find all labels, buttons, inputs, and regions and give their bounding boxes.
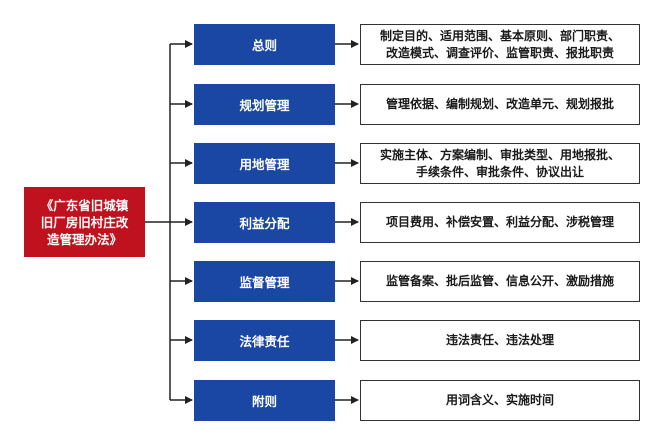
category-general-provisions: 总则 xyxy=(194,24,335,65)
category-label: 总则 xyxy=(251,38,277,53)
root-title-line-1: 《广东省旧城镇 xyxy=(40,197,129,213)
root-node-regulation-title: 《广东省旧城镇 旧厂房旧村庄改 造管理办法》 xyxy=(24,187,145,257)
description-benefit-distribution: 项目费用、补偿安置、利益分配、涉税管理 xyxy=(360,202,640,243)
description-line-1: 违法责任、违法处理 xyxy=(445,333,554,347)
category-planning-management: 规划管理 xyxy=(194,84,335,125)
description-line-1: 实施主体、方案编制、审批类型、用地报批、 xyxy=(379,147,620,162)
description-supplementary-provisions: 用词含义、实施时间 xyxy=(360,380,640,421)
category-land-management: 用地管理 xyxy=(194,143,335,184)
description-supervision-management: 监管备案、批后监管、信息公开、激励措施 xyxy=(360,261,640,302)
category-supervision-management: 监督管理 xyxy=(194,261,335,302)
root-title-line-3: 造管理办法》 xyxy=(46,231,122,247)
category-label: 利益分配 xyxy=(239,216,290,231)
category-legal-liability: 法律责任 xyxy=(194,320,335,361)
category-label: 规划管理 xyxy=(239,98,290,113)
category-label: 附则 xyxy=(251,394,277,409)
description-land-management: 实施主体、方案编制、审批类型、用地报批、 手续条件、审批条件、协议出让 xyxy=(360,143,640,184)
description-general-provisions: 制定目的、适用范围、基本原则、部门职责、 改造模式、调查评价、监管职责、报批职责 xyxy=(360,24,640,65)
description-line-1: 制定目的、适用范围、基本原则、部门职责、 xyxy=(379,28,620,43)
category-label: 法律责任 xyxy=(239,334,290,349)
description-line-1: 管理依据、编制规划、改造单元、规划报批 xyxy=(385,97,614,111)
category-label: 监督管理 xyxy=(239,275,290,290)
description-planning-management: 管理依据、编制规划、改造单元、规划报批 xyxy=(360,84,640,125)
root-title-line-2: 旧厂房旧村庄改 xyxy=(40,214,129,230)
category-benefit-distribution: 利益分配 xyxy=(194,202,335,243)
description-line-2: 手续条件、审批条件、协议出让 xyxy=(415,164,584,179)
description-line-1: 用词含义、实施时间 xyxy=(445,393,554,407)
description-legal-liability: 违法责任、违法处理 xyxy=(360,320,640,361)
category-supplementary-provisions: 附则 xyxy=(194,380,335,421)
category-label: 用地管理 xyxy=(239,157,290,172)
description-line-1: 监管备案、批后监管、信息公开、激励措施 xyxy=(385,274,614,288)
description-line-1: 项目费用、补偿安置、利益分配、涉税管理 xyxy=(385,215,614,229)
description-line-2: 改造模式、调查评价、监管职责、报批职责 xyxy=(385,45,614,60)
